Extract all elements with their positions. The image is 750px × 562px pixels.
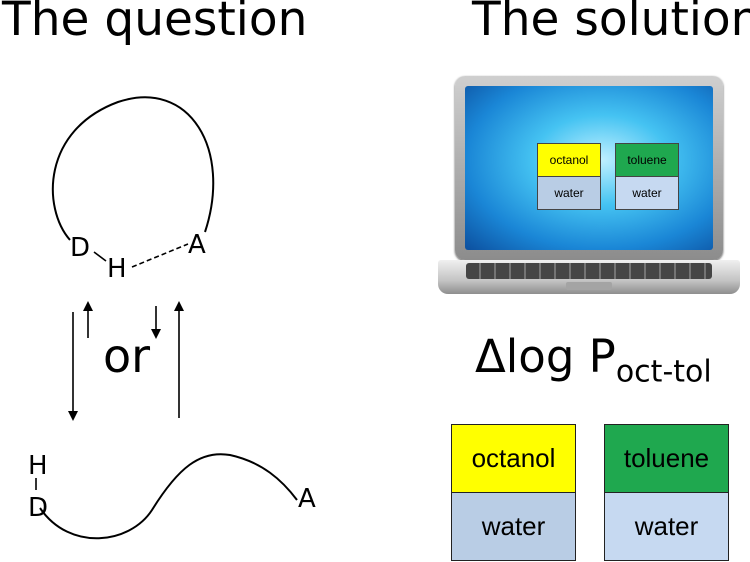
solution-heading: The solution: [472, 0, 750, 47]
toluene-water-stack: toluene water: [604, 424, 729, 561]
screen-octanol-water-stack: octanol water: [537, 143, 601, 210]
open-donor-atom: D: [28, 493, 48, 523]
cyclic-hydrogen-atom: H: [107, 254, 127, 284]
screen-water-cell-2: water: [615, 177, 679, 210]
cyclic-donor-atom: D: [70, 233, 90, 263]
open-acceptor-atom: A: [298, 484, 316, 514]
question-heading: The question: [2, 0, 308, 47]
laptop: octanol water toluene water: [438, 76, 740, 298]
delta-log-p-label: Δlog Poct-tol: [475, 330, 712, 390]
or-label: or: [103, 329, 150, 383]
screen-toluene-water-stack: toluene water: [615, 143, 679, 210]
laptop-base: [438, 260, 740, 294]
laptop-screen: octanol water toluene water: [465, 86, 713, 250]
formula-subscript: oct-tol: [615, 354, 712, 390]
hydrogen-bond: [131, 243, 189, 268]
screen-toluene-cell: toluene: [615, 143, 679, 177]
laptop-lid: octanol water toluene water: [455, 76, 723, 260]
formula-main: Δlog P: [475, 330, 616, 383]
toluene-phase: toluene: [604, 424, 729, 493]
cyclic-backbone: [51, 96, 215, 241]
screen-water-cell-1: water: [537, 177, 601, 210]
cyclic-acceptor-atom: A: [188, 230, 206, 260]
screen-octanol-cell: octanol: [537, 143, 601, 177]
open-hydrogen-atom: H: [28, 451, 48, 481]
water-phase-2: water: [604, 493, 729, 561]
octanol-water-stack: octanol water: [451, 424, 576, 561]
water-phase-1: water: [451, 493, 576, 561]
octanol-phase: octanol: [451, 424, 576, 493]
open-backbone: [39, 453, 298, 540]
trackpad: [566, 282, 612, 290]
cyclic-dh-bond: [93, 251, 107, 262]
conformation-diagram: D H A or H D A: [28, 96, 316, 540]
keyboard: [466, 263, 712, 279]
